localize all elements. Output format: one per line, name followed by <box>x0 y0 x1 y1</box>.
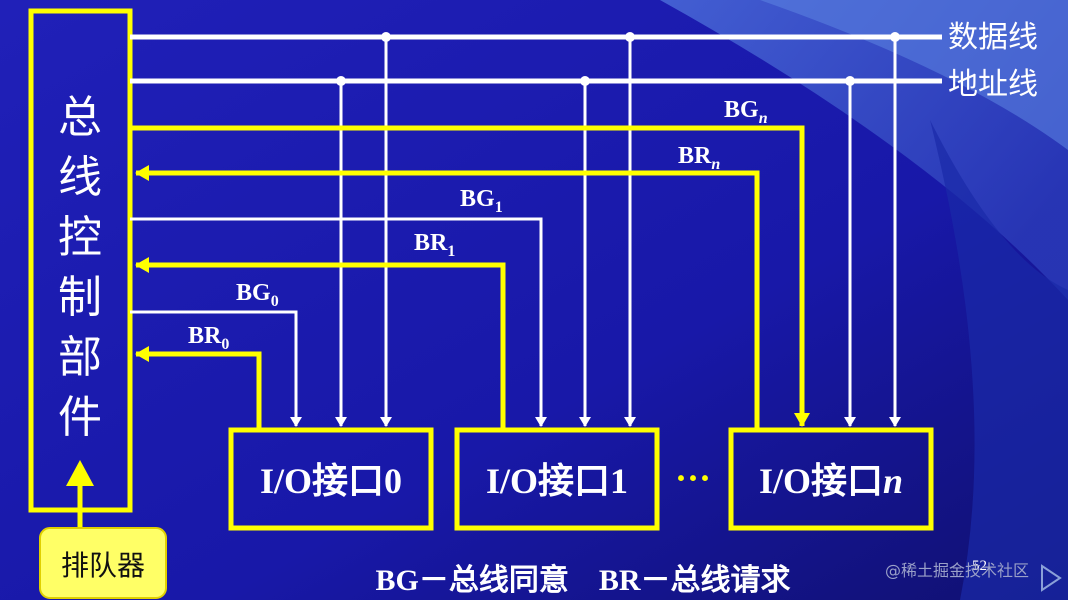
bg-n-signal: BGn <box>130 97 810 427</box>
address-bus: 地址线 <box>130 67 1038 102</box>
br-0-signal: BR0 <box>135 323 262 428</box>
control-unit-char: 线 <box>58 152 102 203</box>
io-interface-0: I/O接口0 <box>228 427 434 531</box>
control-unit-char: 控 <box>58 212 102 263</box>
io-interface-1-label: I/O接口1 <box>486 461 628 501</box>
legend: BG－总线同意 BR－总线请求 <box>375 563 790 597</box>
io-interface-n: I/O接口n <box>728 427 934 531</box>
bg-1-signal: BG1 <box>130 186 547 427</box>
watermark: @稀土掘金技术社区 <box>885 561 1029 580</box>
br-0-label: BR0 <box>188 323 229 353</box>
bus-taps <box>335 32 901 427</box>
br-n-label: BRn <box>678 143 720 173</box>
control-unit-char: 部 <box>58 332 102 383</box>
ellipsis: ··· <box>675 458 711 498</box>
bg-n-label: BGn <box>724 97 768 127</box>
bg-0-label: BG0 <box>236 280 279 310</box>
control-unit-char: 制 <box>58 272 102 323</box>
page-number: 52 <box>972 558 987 574</box>
bg-1-label: BG1 <box>460 186 503 216</box>
io-interface-1: I/O接口1 <box>454 427 660 531</box>
br-1-label: BR1 <box>414 230 455 260</box>
io-interface-0-label: I/O接口0 <box>260 461 402 501</box>
data-bus-label: 数据线 <box>948 20 1038 55</box>
io-interface-n-label: I/O接口n <box>759 461 903 501</box>
arbiter-label: 排队器 <box>61 549 145 582</box>
bg-0-signal: BG0 <box>130 280 302 427</box>
control-unit-char: 总 <box>58 92 102 143</box>
play-icon <box>1041 564 1062 592</box>
address-bus-label: 地址线 <box>948 67 1038 102</box>
data-bus: 数据线 <box>130 20 1038 55</box>
arbiter: 排队器 <box>39 460 167 599</box>
br-1-signal: BR1 <box>135 230 506 428</box>
control-unit-char: 件 <box>58 392 102 443</box>
bus-control-unit: 总 线 控 制 部 件 <box>28 8 133 513</box>
br-n-signal: BRn <box>135 143 760 428</box>
